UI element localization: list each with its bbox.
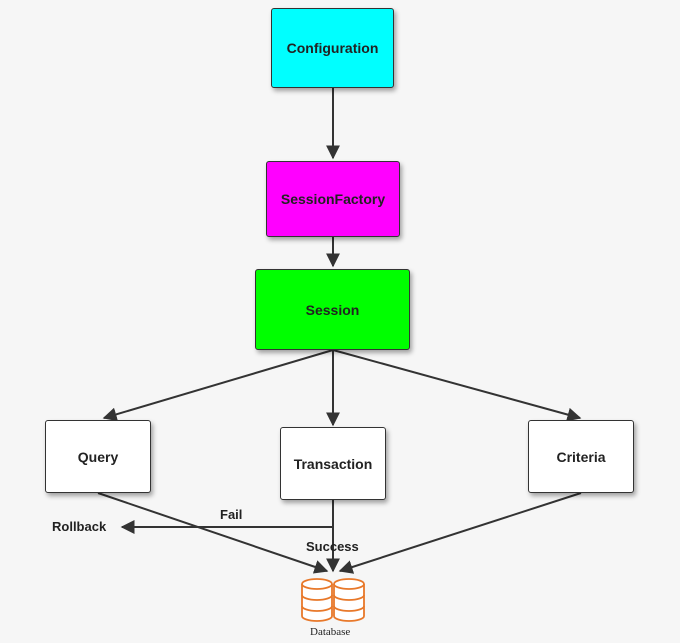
transaction-node[interactable]: Transaction bbox=[280, 427, 386, 500]
query-node[interactable]: Query bbox=[45, 420, 151, 493]
success-label: Success bbox=[306, 539, 359, 554]
session-label: Session bbox=[305, 301, 360, 318]
sessionfactory-node[interactable]: SessionFactory bbox=[266, 161, 400, 237]
fail-label: Fail bbox=[220, 507, 243, 522]
sessionfactory-label: SessionFactory bbox=[280, 191, 386, 207]
transaction-label: Transaction bbox=[293, 455, 373, 472]
configuration-node[interactable]: Configuration bbox=[271, 8, 394, 88]
edge-criteria-to-database bbox=[338, 492, 582, 574]
rollback-label: Rollback bbox=[52, 519, 107, 534]
edge-query-to-database bbox=[97, 492, 329, 574]
query-label: Query bbox=[77, 448, 119, 465]
session-node[interactable]: Session bbox=[255, 269, 410, 350]
edge-session-to-query bbox=[102, 349, 334, 422]
edge-session-to-criteria bbox=[332, 349, 582, 422]
database-icon bbox=[301, 578, 365, 622]
criteria-node[interactable]: Criteria bbox=[528, 420, 634, 493]
database-label: Database bbox=[310, 626, 351, 638]
criteria-label: Criteria bbox=[556, 448, 606, 465]
configuration-label: Configuration bbox=[286, 40, 379, 56]
